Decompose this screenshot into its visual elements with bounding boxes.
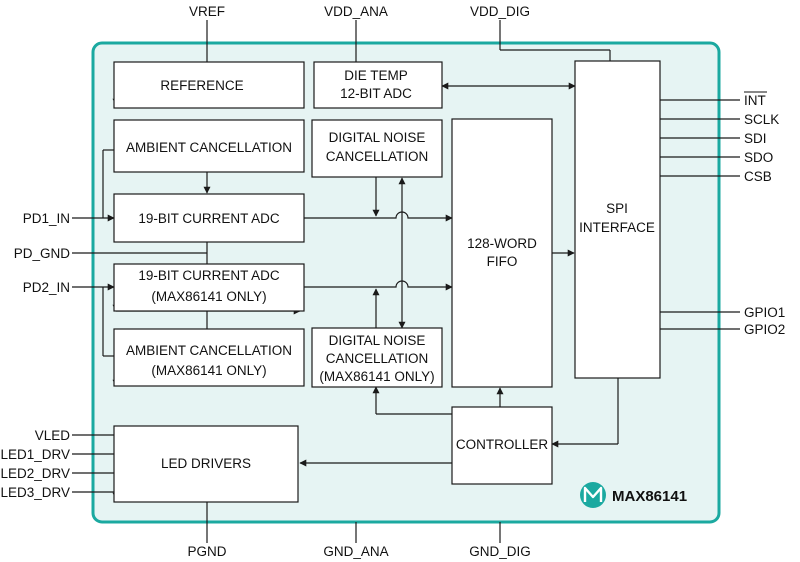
pin-pgnd: PGND: [187, 544, 226, 559]
digital-noise-cancellation-1-block: [311, 119, 443, 178]
spi-label-line2: INTERFACE: [579, 220, 655, 235]
pin-vled: VLED: [35, 428, 71, 443]
spi-interface-block: [574, 60, 661, 379]
pin-vref: VREF: [189, 4, 225, 19]
pin-sclk: SCLK: [744, 112, 779, 127]
spi-label-line1: SPI: [606, 201, 628, 216]
pin-led2-drv: LED2_DRV: [0, 466, 70, 481]
ambient-cancellation-2-block: [113, 328, 305, 387]
pin-vdd-dig: VDD_DIG: [470, 4, 530, 19]
ambient-2-label-line1: AMBIENT CANCELLATION: [126, 343, 292, 358]
fifo-label-line2: FIFO: [487, 254, 518, 269]
pin-pd1-in: PD1_IN: [23, 211, 70, 226]
led-drivers-label: LED DRIVERS: [161, 456, 251, 471]
die-temp-label-line2: 12-BIT ADC: [340, 86, 412, 101]
adc-2-label-line2: (MAX86141 ONLY): [151, 289, 266, 304]
pin-sdo: SDO: [744, 150, 773, 165]
pin-pd-gnd: PD_GND: [14, 246, 71, 261]
ambient-1-label: AMBIENT CANCELLATION: [126, 140, 292, 155]
fifo-block: [451, 118, 553, 388]
pin-csb: CSB: [744, 169, 772, 184]
adc-2-label-line1: 19-BIT CURRENT ADC: [138, 268, 280, 283]
dnc-1-label-line1: DIGITAL NOISE: [329, 130, 426, 145]
internal-wires: [93, 43, 719, 522]
led-drivers-block: [113, 425, 299, 503]
pin-pd2-in: PD2_IN: [23, 280, 70, 295]
pin-gpio2: GPIO2: [744, 322, 785, 337]
die-temp-label-line1: DIE TEMP: [344, 68, 408, 83]
dnc-1-label-line2: CANCELLATION: [326, 149, 429, 164]
controller-block: [451, 406, 553, 485]
pin-gpio1: GPIO1: [744, 305, 785, 320]
part-number-label: MAX86141: [612, 488, 687, 505]
dnc-2-label-line3: (MAX86141 ONLY): [319, 369, 434, 384]
ambient-2-label-line2: (MAX86141 ONLY): [151, 363, 266, 378]
dnc-2-label-line2: CANCELLATION: [326, 351, 429, 366]
reference-block: [113, 61, 305, 109]
controller-label: CONTROLLER: [456, 437, 549, 452]
pin-wires: [72, 20, 740, 543]
pin-sdi: SDI: [744, 131, 767, 146]
pin-gnd-ana: GND_ANA: [323, 544, 388, 559]
pin-gnd-dig: GND_DIG: [469, 544, 531, 559]
ambient-cancellation-1-block: [113, 119, 305, 173]
pin-led1-drv: LED1_DRV: [0, 447, 70, 462]
current-adc-2-block: [113, 263, 305, 312]
dnc-2-label-line1: DIGITAL NOISE: [329, 333, 426, 348]
adc-1-label: 19-BIT CURRENT ADC: [138, 211, 280, 226]
pin-vdd-ana: VDD_ANA: [324, 4, 388, 19]
digital-noise-cancellation-2-block: [311, 327, 443, 388]
pin-int: INT: [744, 93, 766, 108]
pin-led3-drv: LED3_DRV: [0, 485, 70, 500]
maxim-logo-icon: [580, 482, 606, 508]
reference-label: REFERENCE: [160, 78, 243, 93]
current-adc-1-block: [113, 193, 305, 243]
fifo-label-line1: 128-WORD: [467, 236, 537, 251]
die-temp-adc-block: [313, 61, 443, 109]
